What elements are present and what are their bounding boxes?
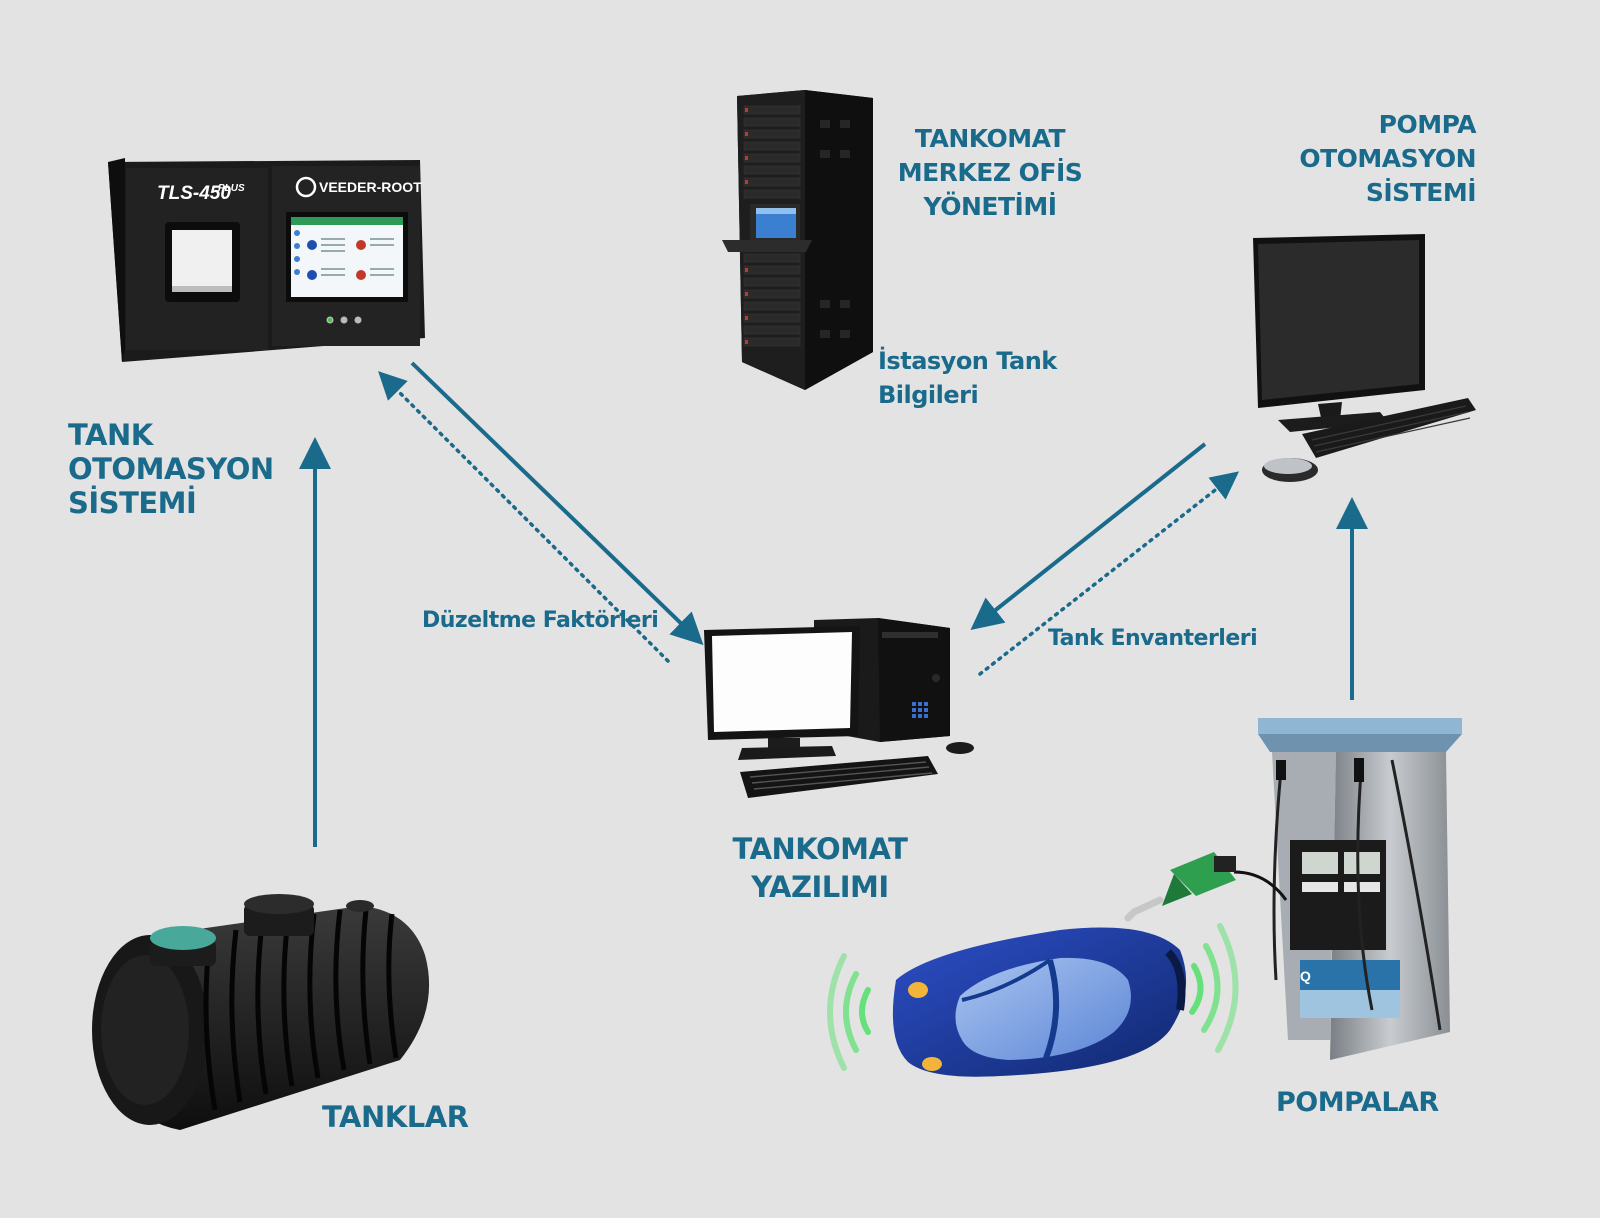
underground-tank-icon [92,894,430,1130]
label-tank-inventories: Tank Envanterleri [1048,626,1258,651]
tank-gauge-console-icon: TLS-450 PLUS VEEDER-ROOT [108,158,425,362]
server-rack-icon [722,90,873,390]
fuel-nozzle-icon [1124,852,1236,922]
label-software-line1: TANKOMAT [732,832,908,866]
arrow-tls-to-software [410,361,704,646]
label-station-tank-info-line2: Bilgileri [878,381,979,409]
arrow-correction-factors [378,371,670,663]
flow-arrows [299,361,1368,847]
signal-waves-icon [827,923,1239,1071]
label-head-office-line2: MERKEZ OFİS [897,158,1083,187]
label-station-tank-info: İstasyon Tank Bilgileri [878,344,1057,412]
label-head-office-line1: TANKOMAT [914,124,1066,153]
arrow-monitor-to-software [970,442,1207,630]
label-pumps: POMPALAR [1276,1087,1439,1118]
label-pump-automation-line1: POMPA [1378,110,1477,139]
tls-model-text: TLS-450 [157,183,231,204]
label-software-line2: YAZILIMI [751,870,889,904]
label-tank-automation-line2: OTOMASYON [68,452,274,486]
desktop-monitor-icon [1253,234,1476,482]
pc-workstation-icon [704,618,974,798]
label-correction-factors: Düzeltme Faktörleri [422,608,659,633]
label-tank-automation: TANK OTOMASYON SİSTEMİ [68,418,274,520]
label-software: TANKOMAT YAZILIMI [720,830,920,906]
dispenser-brand-mark: Q [1300,968,1311,984]
label-pump-automation-line3: SİSTEMİ [1365,178,1477,207]
label-head-office-line3: YÖNETİMİ [923,192,1058,221]
arrow-tank-inventories [978,471,1240,676]
tls-model-suffix: PLUS [218,183,245,194]
tls-brand-text: VEEDER-ROOT [319,179,422,195]
label-tank-automation-line3: SİSTEMİ [68,486,197,520]
fuel-dispenser-icon: Q [1233,718,1462,1060]
label-head-office: TANKOMAT MERKEZ OFİS YÖNETİMİ [880,122,1100,224]
label-pump-automation: POMPA OTOMASYON SİSTEMİ [1250,108,1476,210]
label-tanks: TANKLAR [322,1100,469,1134]
car-icon [892,927,1187,1077]
label-pump-automation-line2: OTOMASYON [1299,144,1476,173]
label-tank-automation-line1: TANK [68,418,153,452]
label-station-tank-info-line1: İstasyon Tank [878,347,1057,375]
